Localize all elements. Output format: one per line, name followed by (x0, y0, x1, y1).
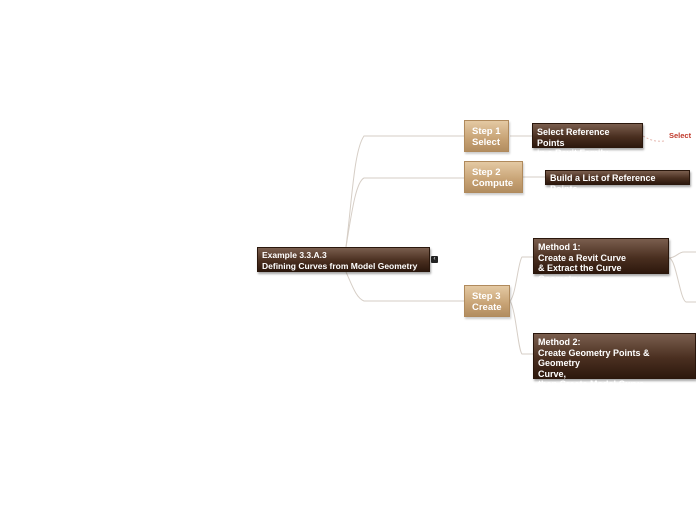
step-3-node[interactable]: Step 3 Create (464, 285, 510, 317)
select-overflow-label[interactable]: Select (669, 131, 692, 140)
step-1-node[interactable]: Step 1 Select (464, 120, 509, 152)
select-reference-points-node[interactable]: Select Reference Points in a Revit Famil… (532, 123, 643, 158)
method-2-node[interactable]: Method 2: Create Geometry Points & Geome… (533, 333, 696, 389)
root-node[interactable]: Example 3.3.A.3 Defining Curves from Mod… (257, 247, 430, 272)
step-2-node[interactable]: Step 2 Compute (464, 161, 523, 193)
build-list-node[interactable]: Build a List of Reference Points (545, 170, 690, 194)
expand-collapse-icon[interactable]: ‹ (431, 256, 438, 263)
method-1-node[interactable]: Method 1: Create a Revit Curve & Extract… (533, 238, 669, 284)
